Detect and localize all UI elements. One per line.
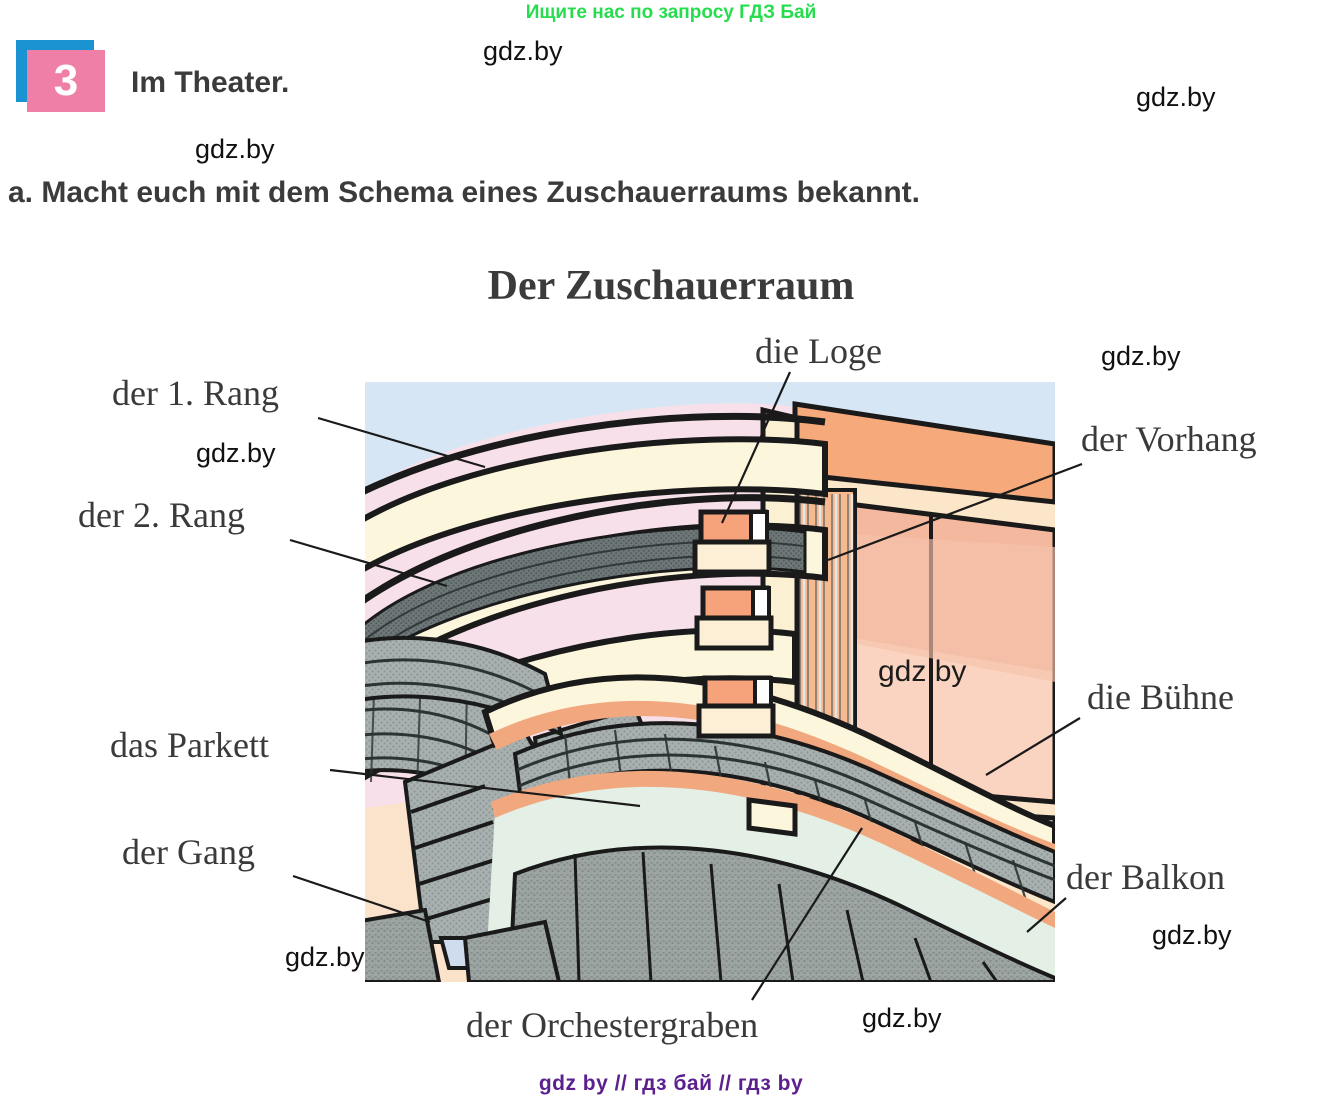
label-rang1: der 1. Rang [112, 373, 279, 413]
watermark-3: gdz.by [1101, 341, 1181, 371]
exercise-title: Im Theater. [131, 66, 290, 99]
pit-left-panels [365, 907, 562, 982]
rang1-band [365, 436, 828, 572]
label-rang2: der 2. Rang [78, 495, 245, 535]
watermark-6: gdz.by [285, 942, 365, 972]
loge-boxes [692, 509, 776, 739]
watermark-4: gdz.by [196, 438, 276, 468]
label-balkon: der Balkon [1066, 857, 1225, 897]
label-gang: der Gang [122, 832, 255, 872]
label-parkett: das Parkett [110, 725, 269, 765]
watermark-5: gdz.by [1152, 920, 1232, 950]
label-loge: die Loge [755, 331, 882, 371]
badge-number: 3 [27, 50, 105, 112]
label-orchestergraben: der Orchestergraben [466, 1005, 759, 1045]
subtask-instruction: a. Macht euch mit dem Schema eines Zusch… [8, 176, 920, 209]
watermark-1: gdz.by [1136, 82, 1216, 112]
figure-title: Der Zuschauerraum [487, 263, 855, 309]
watermark-0: gdz.by [483, 36, 563, 66]
loge-box-2 [694, 585, 774, 651]
exercise-badge: 3 [16, 40, 116, 120]
promo-banner: Ищите нас по запросу ГДЗ Бай [525, 2, 817, 23]
watermark-2: gdz.by [195, 134, 275, 164]
watermark-7: gdz.by [862, 1003, 942, 1033]
loge-box-1 [692, 509, 772, 575]
label-vorhang: der Vorhang [1081, 419, 1257, 459]
footer-watermark: gdz by // гдз бай // гдз by [538, 1072, 804, 1095]
label-buehne: die Bühne [1087, 677, 1234, 717]
watermark-inside-0: gdz.by [878, 655, 967, 688]
stage-step [746, 797, 798, 837]
loge-box-3 [696, 675, 776, 739]
